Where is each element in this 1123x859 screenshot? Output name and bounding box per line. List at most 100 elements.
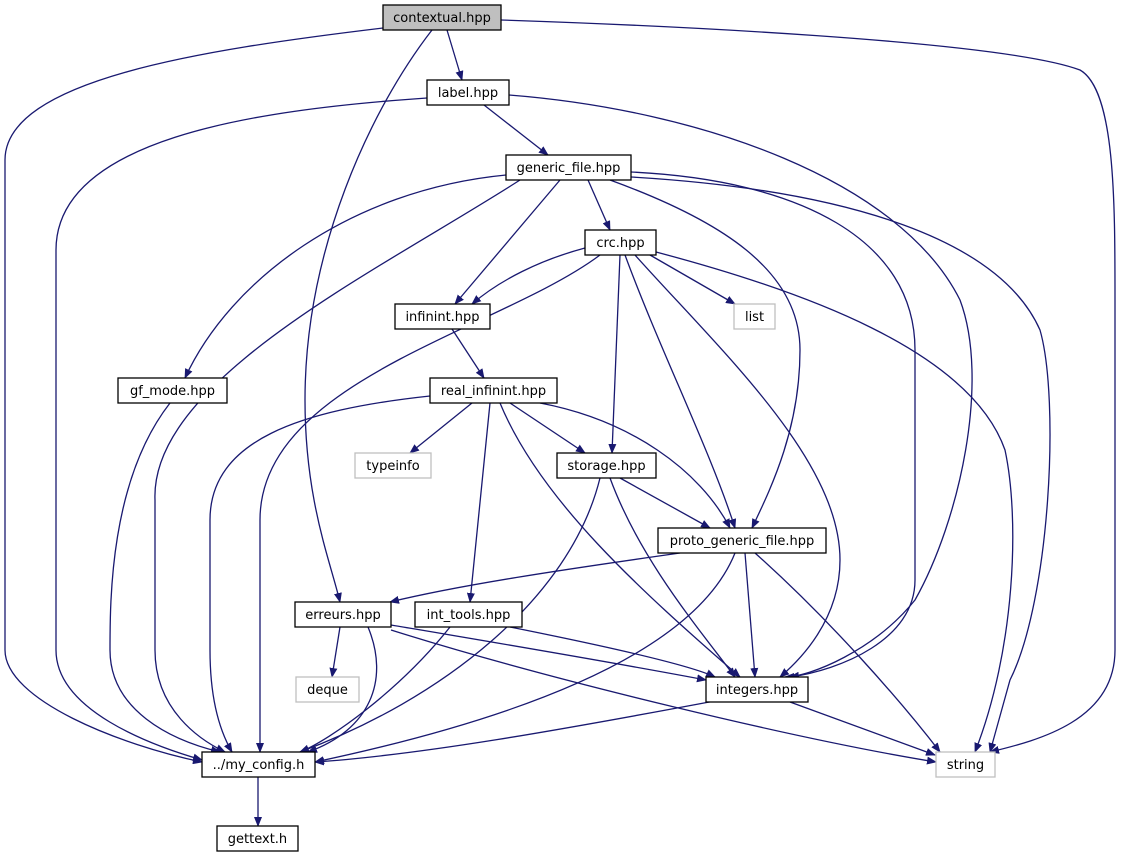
- node-storage[interactable]: storage.hpp: [556, 452, 657, 479]
- node-box-list: [733, 303, 776, 330]
- edge-proto_generic_file-to-erreurs: [389, 552, 681, 604]
- edge-real_infinint-to-int_tools: [466, 402, 491, 603]
- node-label-my_config: ../my_config.h: [213, 758, 305, 773]
- node-label-real_infinint: real_infinint.hpp: [441, 384, 546, 399]
- node-label-infinint: infinint.hpp: [405, 310, 479, 325]
- edge-contextual-to-label: [446, 29, 464, 81]
- edge-int_tools-to-my_config: [299, 626, 451, 753]
- node-box-storage: [556, 452, 657, 479]
- node-label-storage: storage.hpp: [567, 459, 645, 474]
- node-label-string: string: [947, 758, 984, 773]
- edge-integers-to-my_config: [314, 699, 721, 766]
- edge-erreurs-to-my_config: [307, 626, 378, 753]
- edge-storage-to-my_config: [299, 477, 601, 753]
- edge-proto_generic_file-to-my_config: [314, 552, 736, 765]
- edge-generic_file-to-my_config: [154, 179, 521, 753]
- edge-generic_file-to-string: [630, 176, 1051, 753]
- edge-proto_generic_file-to-string: [754, 552, 941, 753]
- edge-crc-to-string: [655, 251, 1014, 753]
- edge-crc-to-infinint: [471, 247, 586, 305]
- edge-int_tools-to-integers: [509, 626, 716, 678]
- edge-label-to-integers: [508, 94, 973, 681]
- edge-contextual-to-my_config: [4, 27, 384, 765]
- edge-real_infinint-to-my_config: [209, 395, 431, 753]
- edge-erreurs-to-string: [390, 629, 937, 765]
- node-integers[interactable]: integers.hpp: [705, 676, 809, 703]
- edge-crc-to-storage: [608, 254, 621, 454]
- node-box-crc: [584, 229, 657, 256]
- node-box-label: [426, 79, 510, 106]
- node-label-contextual: contextual.hpp: [393, 11, 491, 26]
- node-label-erreurs: erreurs.hpp: [305, 608, 380, 623]
- edge-generic_file-to-integers: [630, 171, 916, 680]
- edge-erreurs-to-integers: [390, 624, 707, 683]
- edge-contextual-to-erreurs: [304, 29, 433, 603]
- edge-label-to-generic_file: [483, 104, 549, 156]
- edge-infinint-to-real_infinint: [451, 328, 485, 379]
- nodes-layer: contextual.hpp label.hpp generic_file.hppc…: [117, 4, 996, 852]
- edge-storage-to-integers: [609, 477, 736, 678]
- node-gettext[interactable]: gettext.h: [216, 825, 299, 852]
- node-box-infinint: [394, 303, 491, 330]
- edge-integers-to-string: [789, 701, 936, 756]
- edge-generic_file-to-infinint: [454, 179, 561, 305]
- node-box-int_tools: [414, 601, 523, 628]
- edge-crc-to-list: [649, 254, 736, 305]
- edge-real_infinint-to-proto_generic_file: [539, 402, 731, 529]
- edge-real_infinint-to-typeinfo: [409, 402, 473, 454]
- node-box-generic_file: [505, 154, 632, 181]
- edge-label-to-my_config: [55, 97, 428, 762]
- edge-generic_file-to-gf_mode: [184, 174, 507, 379]
- node-erreurs[interactable]: erreurs.hpp: [294, 601, 392, 628]
- node-label-integers: integers.hpp: [716, 683, 798, 698]
- node-label-list: list: [745, 310, 764, 325]
- node-label-deque: deque: [307, 683, 348, 698]
- edge-storage-to-proto_generic_file: [619, 477, 711, 529]
- node-box-gf_mode: [117, 377, 228, 404]
- edge-erreurs-to-deque: [329, 626, 341, 678]
- node-proto_generic_file[interactable]: proto_generic_file.hpp: [657, 527, 827, 554]
- node-box-real_infinint: [429, 377, 558, 404]
- node-typeinfo: typeinfo: [354, 452, 432, 479]
- node-box-contextual: [382, 4, 502, 31]
- node-box-string: [935, 751, 996, 778]
- node-generic_file[interactable]: generic_file.hpp: [505, 154, 632, 181]
- node-list: list: [733, 303, 776, 330]
- edge-gf_mode-to-my_config: [109, 402, 221, 754]
- edge-contextual-to-string: [500, 19, 1116, 754]
- node-label-crc: crc.hpp: [596, 236, 644, 251]
- edge-proto_generic_file-to-integers: [744, 552, 759, 678]
- edge-crc-to-proto_generic_file: [624, 254, 737, 529]
- node-crc[interactable]: crc.hpp: [584, 229, 657, 256]
- edge-generic_file-to-proto_generic_file: [609, 179, 801, 529]
- node-label-gettext: gettext.h: [228, 832, 287, 847]
- edge-real_infinint-to-storage: [509, 402, 586, 454]
- node-box-proto_generic_file: [657, 527, 827, 554]
- edge-generic_file-to-crc: [587, 179, 611, 231]
- edge-crc-to-my_config: [256, 254, 601, 753]
- node-label-proto_generic_file: proto_generic_file.hpp: [670, 534, 815, 549]
- node-int_tools[interactable]: int_tools.hpp: [414, 601, 523, 628]
- node-label[interactable]: label.hpp: [426, 79, 510, 106]
- node-label-typeinfo: typeinfo: [366, 459, 419, 474]
- node-box-deque: [295, 676, 360, 703]
- node-string: string: [935, 751, 996, 778]
- node-box-my_config: [201, 751, 316, 778]
- node-label-generic_file: generic_file.hpp: [517, 161, 621, 176]
- node-box-gettext: [216, 825, 299, 852]
- edge-real_infinint-to-integers: [499, 402, 741, 678]
- node-box-integers: [705, 676, 809, 703]
- node-real_infinint[interactable]: real_infinint.hpp: [429, 377, 558, 404]
- node-label-gf_mode: gf_mode.hpp: [130, 384, 215, 399]
- node-box-erreurs: [294, 601, 392, 628]
- node-label-label: label.hpp: [438, 86, 498, 101]
- edges-layer: [4, 19, 1116, 827]
- node-gf_mode[interactable]: gf_mode.hpp: [117, 377, 228, 404]
- node-my_config[interactable]: ../my_config.h: [201, 751, 316, 778]
- edge-crc-to-integers: [634, 254, 841, 678]
- node-deque: deque: [295, 676, 360, 703]
- node-infinint[interactable]: infinint.hpp: [394, 303, 491, 330]
- node-label-int_tools: int_tools.hpp: [427, 608, 511, 623]
- node-contextual: contextual.hpp: [382, 4, 502, 31]
